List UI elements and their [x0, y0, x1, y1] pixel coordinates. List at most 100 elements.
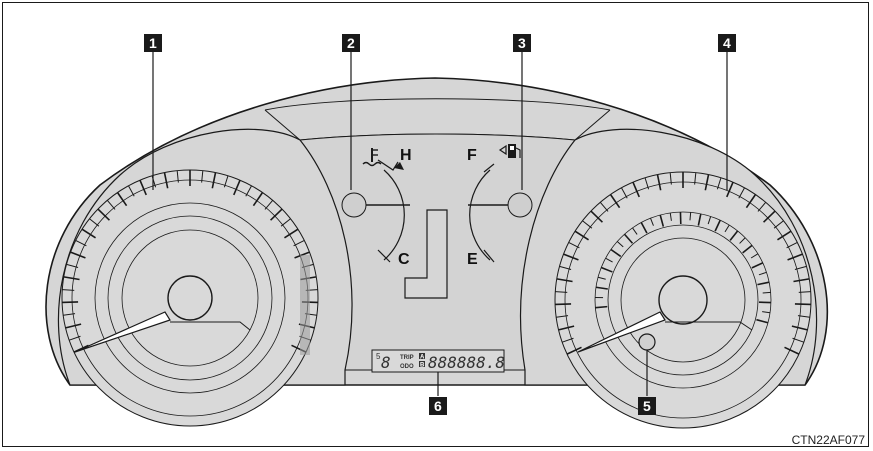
svg-text:4: 4: [723, 35, 731, 51]
tachometer-tick: [786, 241, 798, 249]
tachometer-inner-tick: [707, 216, 712, 225]
trip-a-label: A: [420, 355, 425, 361]
tachometer-tick: [656, 174, 662, 191]
speedometer: [57, 128, 353, 427]
tachometer-tick: [798, 291, 811, 293]
trip-reset-knob: [638, 333, 656, 351]
tachometer-tick: [757, 201, 767, 212]
tachometer-tick: [669, 172, 672, 185]
tachometer-tick: [694, 172, 697, 185]
tachometer-inner-tick: [650, 218, 654, 226]
tachometer-inner-tick: [616, 241, 624, 248]
callout-6: 6: [429, 397, 447, 415]
cluster-hood-line: [264, 98, 611, 111]
speedometer-tick: [68, 335, 81, 341]
speedometer-tick: [284, 228, 299, 239]
callout-5: 5: [638, 397, 656, 415]
speedometer-tick: [127, 185, 135, 197]
tachometer-inner-tick: [595, 305, 608, 309]
tachometer-tick: [574, 230, 589, 241]
figure-code: CTN22AF077: [791, 433, 865, 447]
shift-digit: 5: [376, 352, 381, 361]
tachometer-inner-tick: [729, 230, 739, 241]
speedometer-tick: [65, 323, 82, 329]
svg-text:3: 3: [518, 35, 526, 51]
tachometer-inner-tick: [610, 248, 622, 258]
tachometer-inner-tick: [597, 276, 606, 280]
tachometer-tick: [632, 181, 640, 198]
speedometer-tick: [233, 179, 241, 196]
tachometer-tick: [793, 278, 810, 283]
svg-text:1: 1: [149, 35, 157, 51]
speedometer-tick: [294, 251, 310, 259]
tachometer-tick: [566, 346, 582, 355]
temp-low-label: C: [398, 251, 410, 268]
speedometer-tick: [264, 199, 274, 210]
tachometer-tick: [582, 220, 593, 229]
tachometer-inner-tick: [689, 212, 692, 221]
speedometer-tick: [176, 170, 179, 183]
tachometer-tick: [620, 187, 628, 199]
speedometer-tick: [63, 276, 80, 281]
speedometer-tick: [270, 208, 283, 221]
tachometer-tick: [590, 210, 603, 223]
speedometer-tick: [211, 172, 217, 189]
speedometer-tick: [293, 239, 305, 247]
temp-high-label: H: [400, 147, 412, 164]
tachometer-tick: [563, 253, 579, 261]
shift-display-digit: 8: [381, 353, 391, 372]
speedometer-tick: [223, 175, 229, 188]
speedometer-tick: [163, 172, 169, 189]
tachometer-tick: [609, 194, 621, 209]
speedometer-tick: [63, 313, 76, 316]
tachometer-inner-tick: [750, 253, 759, 259]
tachometer-tick: [745, 194, 757, 209]
tachometer-inner-tick: [595, 286, 608, 290]
tachometer-inner-tick: [600, 266, 613, 273]
speedometer-tick: [81, 228, 96, 239]
speedometer-tick: [106, 199, 116, 210]
tachometer-inner-tick: [623, 233, 634, 244]
tachometer-inner-tick: [756, 318, 769, 324]
tachometer-tick: [794, 303, 811, 306]
odometer-display: 5 8 TRIP ODO A B 888888.8: [371, 349, 505, 373]
tachometer-inner-tick: [762, 311, 771, 314]
tachometer-inner-tick: [742, 244, 753, 254]
trip-b-label: B: [420, 363, 425, 369]
tachometer-tick: [555, 303, 572, 306]
tachometer-inner-tick: [605, 257, 613, 263]
shift-indicator: [404, 209, 448, 299]
tachometer-tick: [794, 265, 807, 270]
tachometer-tick: [556, 315, 569, 318]
tachometer-inner-tick: [632, 227, 638, 235]
tachometer-tick: [559, 265, 572, 270]
tachometer-tick: [791, 325, 808, 331]
tachometer-tick: [644, 177, 650, 190]
speedometer-tick: [245, 185, 253, 197]
coolant-temperature-icon: [362, 148, 382, 167]
tachometer-tick: [599, 201, 609, 212]
tachometer-tick: [773, 220, 784, 229]
tachometer-inner-tick: [762, 291, 771, 294]
speedometer-tick: [97, 208, 110, 221]
tachometer-inner-tick: [758, 271, 767, 276]
speedometer-tick: [252, 192, 264, 207]
fuel-full-label: F: [467, 147, 477, 164]
svg-text:6: 6: [434, 398, 442, 414]
tachometer-tick: [726, 181, 734, 198]
tachometer-inner-tick: [751, 262, 764, 269]
fuel-pump-icon: [498, 144, 521, 158]
tachometer-tick: [777, 230, 792, 241]
tachometer-tick: [704, 174, 710, 191]
odometer-digits: 888888.8: [428, 353, 505, 372]
tachometer-inner-tick: [697, 213, 702, 226]
speedometer-tick: [70, 251, 86, 259]
trip-label: TRIP: [400, 355, 414, 361]
temperature-gauge: H C: [341, 147, 412, 268]
tachometer-tick: [784, 346, 800, 355]
tachometer-tick: [568, 241, 580, 249]
callout-4: 4: [718, 34, 736, 52]
speedometer-tick: [62, 301, 79, 304]
tachometer-inner-tick: [714, 219, 721, 232]
tachometer-inner-tick: [757, 281, 770, 286]
